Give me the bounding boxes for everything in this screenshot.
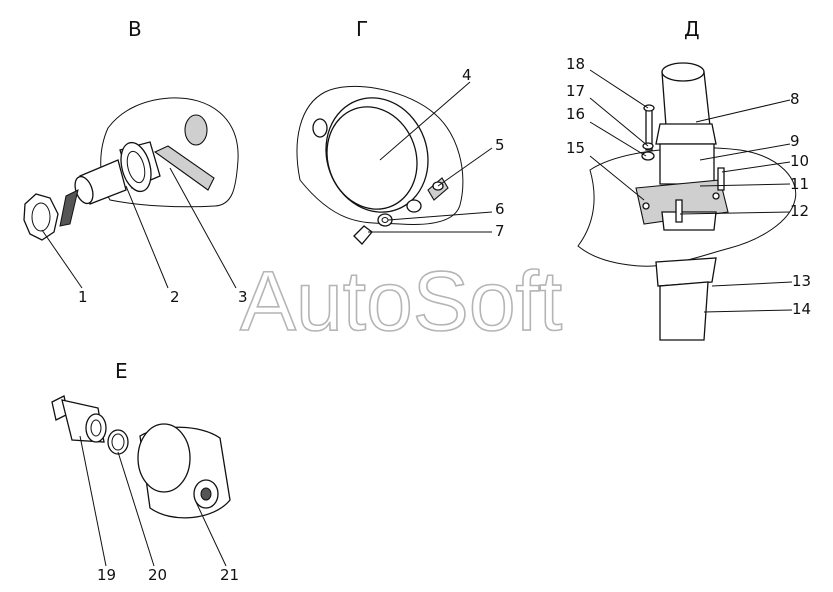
switch-inner-ring — [126, 150, 146, 184]
ring-20-hole — [111, 433, 125, 451]
lower-collar — [661, 211, 717, 231]
nut-8 — [655, 123, 717, 145]
leader-6 — [387, 211, 493, 221]
callout-10: 10 — [790, 152, 809, 170]
leader-12 — [679, 211, 791, 215]
coupling-13 — [655, 257, 717, 287]
leader-21 — [195, 501, 227, 567]
body-9 — [659, 143, 715, 185]
callout-9: 9 — [790, 132, 800, 150]
stud-12 — [675, 199, 683, 223]
leader-10 — [721, 161, 791, 173]
leader-11 — [699, 183, 791, 187]
leader-17 — [589, 97, 649, 147]
leader-15 — [589, 155, 645, 201]
flange-bolt-a — [642, 202, 650, 210]
callout-13: 13 — [792, 272, 811, 290]
filter-outlet-bore — [200, 487, 212, 501]
leader-3 — [169, 167, 237, 289]
ignition-key — [59, 189, 79, 227]
section-g-title: Г — [356, 17, 368, 41]
watermark: AutoSoft — [240, 254, 562, 348]
callout-19: 19 — [97, 566, 116, 584]
leader-2 — [125, 185, 169, 289]
callout-21: 21 — [220, 566, 239, 584]
callout-1: 1 — [78, 288, 88, 306]
fitting-19-bore — [90, 419, 102, 437]
section-e-drawing — [51, 395, 231, 567]
leader-19 — [79, 435, 107, 567]
panel-outline-v — [100, 97, 239, 208]
callout-7: 7 — [495, 222, 505, 240]
callout-8: 8 — [790, 90, 800, 108]
section-e-title: Е — [115, 359, 128, 383]
callout-20: 20 — [148, 566, 167, 584]
leader-14 — [703, 309, 793, 313]
filter-lid — [137, 423, 191, 493]
leader-9 — [699, 143, 791, 161]
callout-2: 2 — [170, 288, 180, 306]
section-v-drawing — [23, 97, 239, 289]
callout-5: 5 — [495, 136, 505, 154]
leader-5 — [437, 147, 493, 187]
panel-outline-d — [577, 147, 797, 267]
shaft-top-cap — [661, 62, 705, 82]
callout-3: 3 — [238, 288, 248, 306]
hose-14 — [659, 281, 709, 341]
stud-10 — [717, 167, 725, 191]
leader-1 — [41, 229, 83, 289]
callout-12: 12 — [790, 202, 809, 220]
section-d-title: Д — [684, 17, 700, 41]
hex-nut-hole — [31, 202, 51, 232]
leader-16 — [589, 121, 647, 157]
leader-13 — [711, 281, 793, 287]
section-v-title: В — [128, 17, 142, 41]
callout-18: 18 — [566, 55, 585, 73]
leader-20 — [117, 451, 155, 567]
fitting-19-end — [85, 413, 107, 443]
callout-11: 11 — [790, 175, 809, 193]
ring-20 — [107, 429, 129, 455]
section-d-drawing — [577, 62, 797, 341]
leader-4 — [379, 81, 471, 161]
callout-15: 15 — [566, 139, 585, 157]
washer-5 — [406, 199, 422, 213]
callout-16: 16 — [566, 105, 585, 123]
screw-7 — [353, 225, 373, 245]
gauge-face — [326, 106, 418, 210]
callout-17: 17 — [566, 82, 585, 100]
leader-18 — [589, 69, 649, 109]
flange-bolt-b — [712, 192, 720, 200]
panel-hole — [184, 114, 208, 146]
callout-labels: 1 2 3 4 5 6 7 8 9 10 11 12 13 14 15 16 1… — [78, 55, 811, 584]
section-g-drawing — [296, 81, 493, 245]
callout-14: 14 — [792, 300, 811, 318]
callout-4: 4 — [462, 66, 472, 84]
leader-8 — [695, 99, 791, 123]
washer-16 — [641, 151, 655, 161]
terminal-plate — [153, 145, 215, 191]
side-knob — [312, 118, 328, 138]
hex-nut — [23, 193, 59, 241]
callout-6: 6 — [495, 200, 505, 218]
